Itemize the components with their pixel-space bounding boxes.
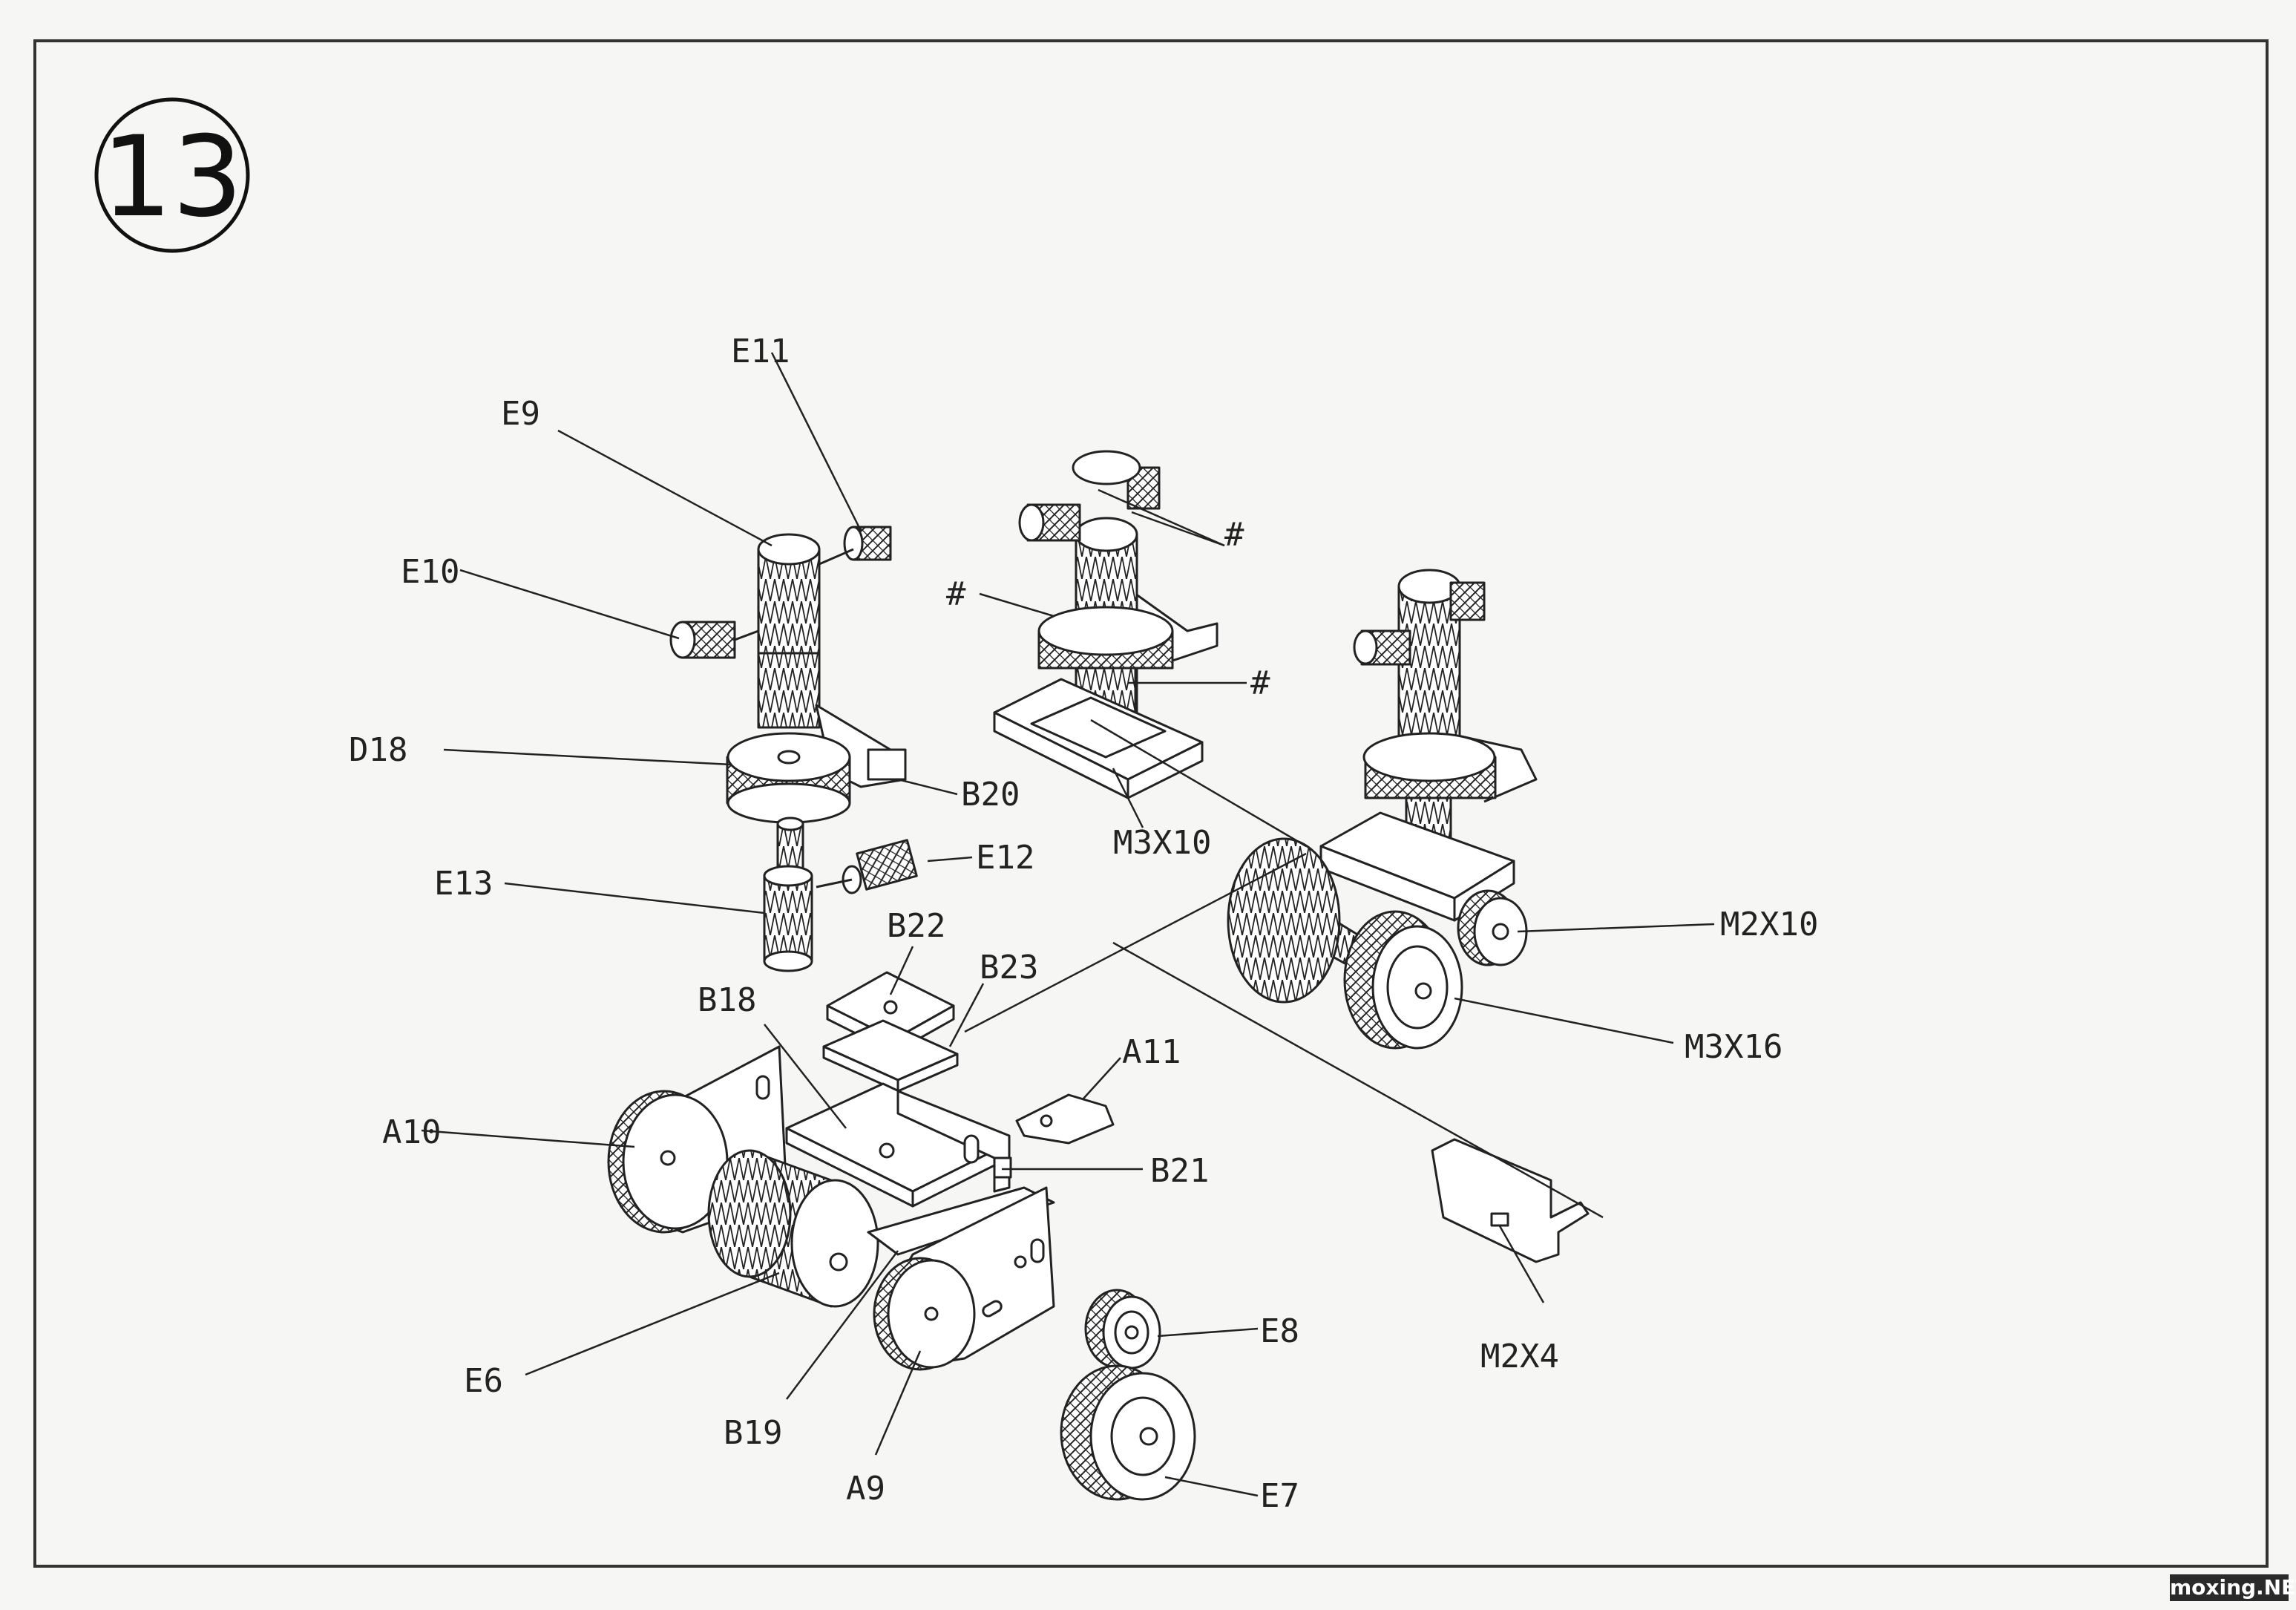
e11-knob-part bbox=[819, 526, 892, 566]
b19-plate-part bbox=[867, 1186, 1055, 1256]
leader-lines bbox=[421, 352, 1715, 1497]
a9-side-plate bbox=[873, 1186, 1055, 1371]
a11-bracket-part bbox=[1015, 1093, 1115, 1145]
step-circle bbox=[94, 97, 250, 253]
watermark: moxing.NET bbox=[2170, 1574, 2296, 1601]
label-e7: E7 bbox=[1260, 1477, 1299, 1515]
label-d18: D18 bbox=[349, 731, 407, 769]
label-b18: B18 bbox=[698, 981, 756, 1019]
label-hash-top: # bbox=[1224, 516, 1244, 554]
label-b20: B20 bbox=[961, 776, 1020, 814]
label-b21: B21 bbox=[1150, 1152, 1209, 1190]
b23-plate-part bbox=[822, 1019, 959, 1093]
assembled-tower-part bbox=[1227, 569, 1538, 1050]
e6-roller-part bbox=[707, 1149, 879, 1308]
parts-drawing bbox=[607, 450, 1604, 1501]
e10-knob-part bbox=[669, 621, 759, 659]
e9-column-part bbox=[757, 533, 821, 729]
label-e12: E12 bbox=[976, 839, 1034, 877]
label-e9: E9 bbox=[501, 395, 540, 433]
part-labels: E11 E9 E10 D18 B20 E13 E12 B22 B23 B18 A… bbox=[349, 333, 1818, 1515]
label-e10: E10 bbox=[401, 553, 459, 591]
step-number: 13 bbox=[102, 113, 243, 242]
label-b23: B23 bbox=[980, 949, 1038, 986]
label-hash-right: # bbox=[1250, 664, 1270, 702]
e12-gear-part bbox=[816, 839, 918, 894]
label-e13: E13 bbox=[434, 865, 493, 903]
label-m2x4: M2X4 bbox=[1480, 1338, 1559, 1375]
label-e8: E8 bbox=[1260, 1312, 1299, 1350]
d18-gear-part bbox=[726, 704, 907, 824]
a10-side-plate bbox=[607, 1045, 788, 1234]
e8-wheel-part bbox=[1084, 1289, 1161, 1370]
label-m2x10: M2X10 bbox=[1720, 906, 1818, 943]
b21-bracket-part bbox=[896, 1090, 1012, 1193]
page-border bbox=[33, 39, 2269, 1568]
e13-shaft-part bbox=[763, 817, 813, 972]
label-m3x10: M3X10 bbox=[1113, 824, 1211, 862]
m2x4-bracket-part bbox=[1431, 1138, 1590, 1263]
label-hash-left: # bbox=[946, 575, 966, 613]
label-a9: A9 bbox=[846, 1470, 885, 1508]
label-m3x16: M3X16 bbox=[1685, 1028, 1782, 1066]
label-e11: E11 bbox=[731, 333, 790, 370]
label-b19: B19 bbox=[724, 1414, 782, 1452]
label-e6: E6 bbox=[464, 1362, 503, 1400]
middle-tower-part bbox=[993, 450, 1218, 799]
label-a11: A11 bbox=[1122, 1033, 1181, 1071]
label-a10: A10 bbox=[382, 1113, 441, 1151]
label-b22: B22 bbox=[887, 907, 945, 945]
e7-wheel-part bbox=[1060, 1364, 1196, 1501]
